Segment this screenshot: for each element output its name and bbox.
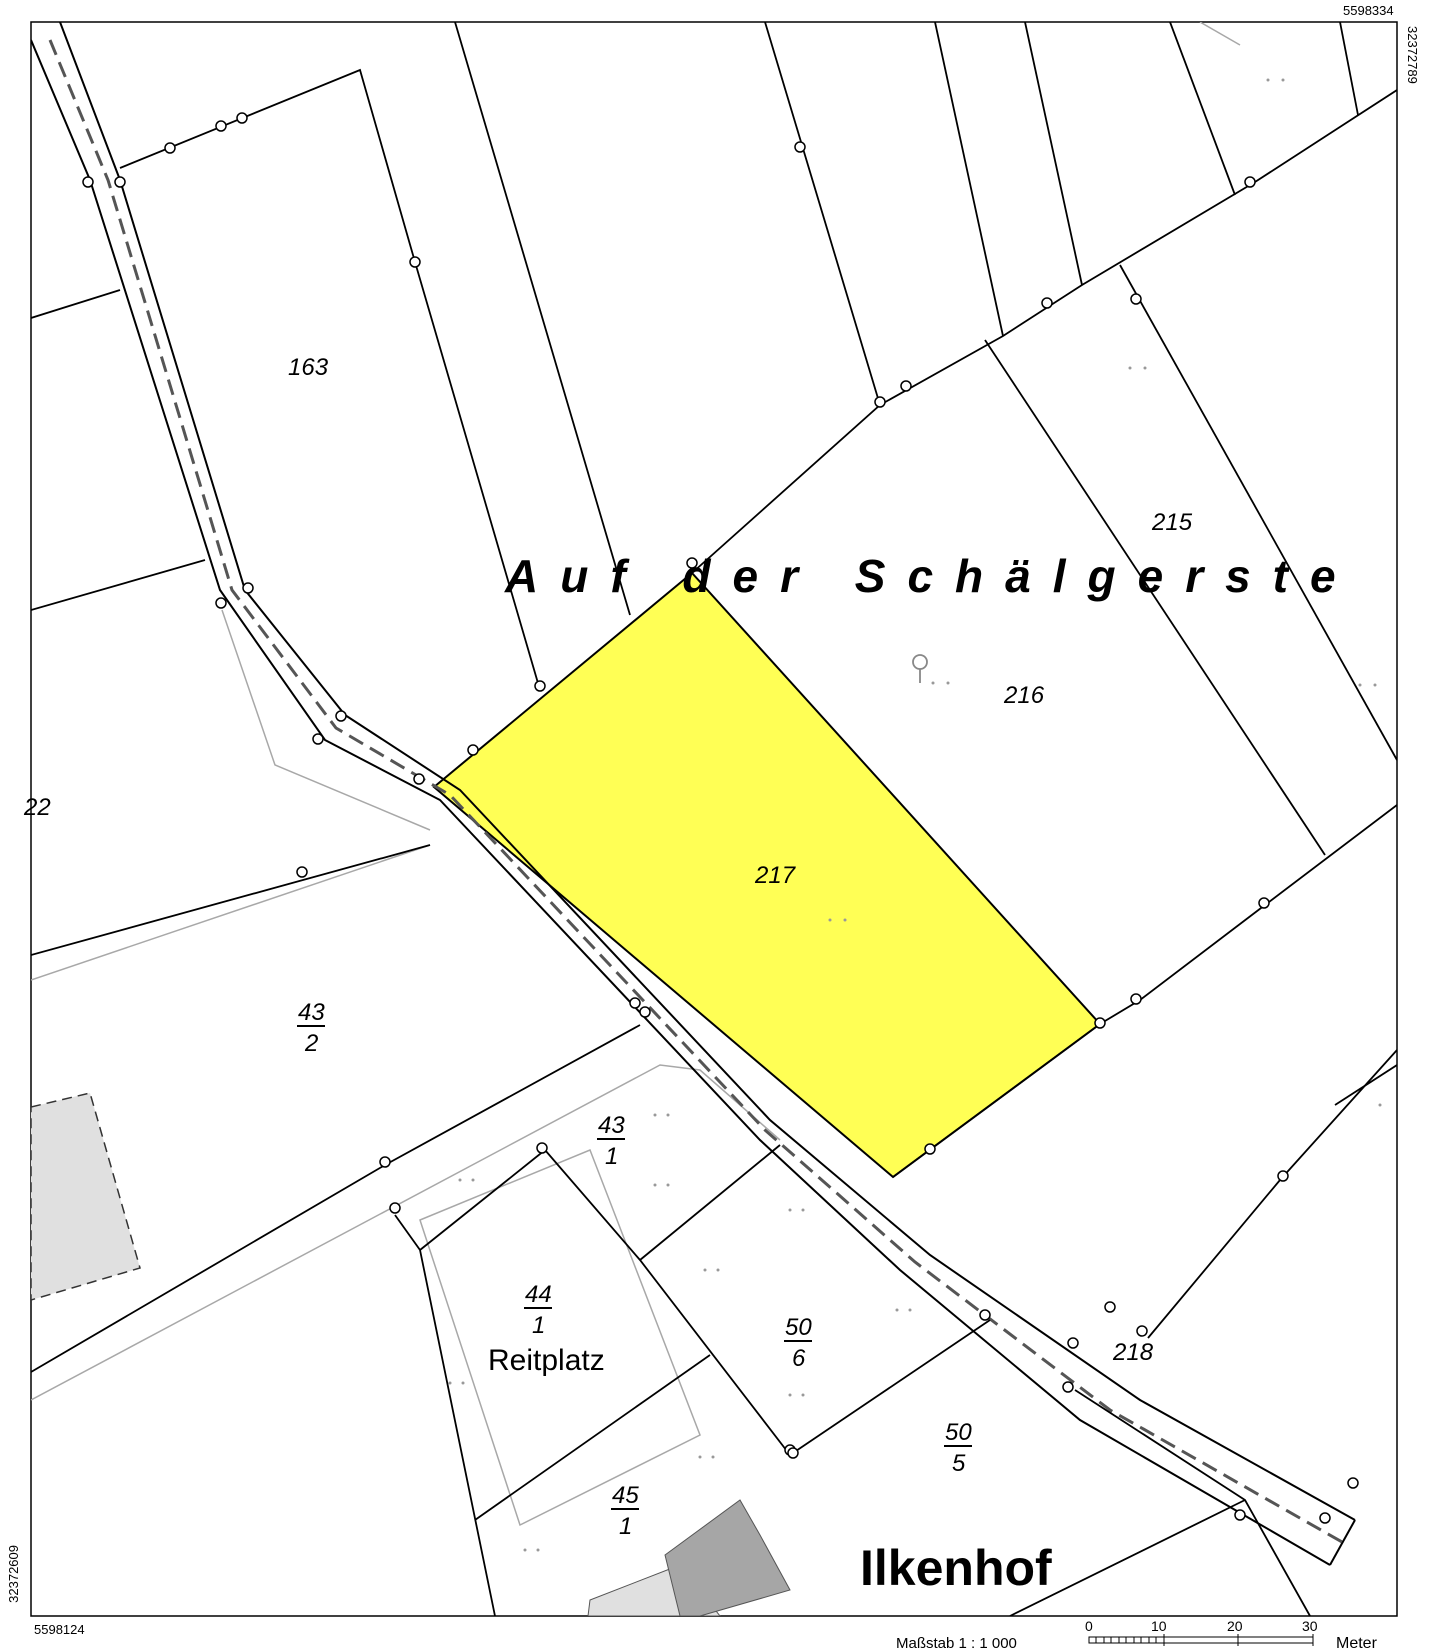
parcel-label-22-partial: 22 bbox=[23, 794, 51, 821]
building-left bbox=[31, 1092, 141, 1301]
svg-text:1: 1 bbox=[532, 1312, 545, 1339]
parcel-label-50-5: 50 5 bbox=[944, 1419, 972, 1477]
parcel-label-216: 216 bbox=[1003, 682, 1045, 709]
parcel-label-44-1: 44 1 bbox=[524, 1281, 552, 1339]
scale-tick-30: 30 bbox=[1302, 1618, 1318, 1634]
coord-bottom-left-easting: 32372609 bbox=[6, 1545, 21, 1603]
svg-text:50: 50 bbox=[785, 1314, 812, 1341]
coord-bottom-left-northing: 5598124 bbox=[34, 1622, 85, 1637]
field-name-label: Auf der Schälgerste bbox=[504, 550, 1358, 602]
parcel-label-43-2: 43 2 bbox=[297, 999, 325, 1057]
parcel-label-217: 217 bbox=[754, 862, 797, 889]
coord-top-right-easting: 32372789 bbox=[1405, 26, 1420, 84]
scale-unit: Meter bbox=[1336, 1635, 1378, 1651]
parcel-label-163: 163 bbox=[288, 354, 329, 381]
svg-text:5: 5 bbox=[952, 1450, 966, 1477]
tree-icon bbox=[912, 654, 928, 683]
svg-text:45: 45 bbox=[612, 1482, 639, 1509]
riding-arena-label: Reitplatz bbox=[488, 1344, 605, 1377]
svg-text:2: 2 bbox=[304, 1030, 318, 1057]
svg-text:50: 50 bbox=[945, 1419, 972, 1446]
svg-text:43: 43 bbox=[598, 1112, 625, 1139]
svg-text:1: 1 bbox=[619, 1513, 632, 1540]
building-ilkenhof-dark bbox=[664, 1499, 791, 1616]
scale-tick-10: 10 bbox=[1151, 1618, 1167, 1634]
parcel-boundaries bbox=[31, 22, 1397, 1616]
parcel-label-215: 215 bbox=[1151, 509, 1193, 536]
svg-text:44: 44 bbox=[525, 1281, 552, 1308]
scale-tick-20: 20 bbox=[1227, 1618, 1243, 1634]
road-dashes bbox=[48, 39, 1343, 1544]
boundary-points bbox=[82, 112, 1359, 1524]
marker-dots bbox=[448, 78, 1382, 1552]
road bbox=[31, 22, 1356, 1566]
svg-text:6: 6 bbox=[792, 1345, 806, 1372]
scale-bar: Maßstab 1 : 1 000 0 10 20 30 Meter bbox=[896, 1618, 1378, 1651]
scale-tick-0: 0 bbox=[1085, 1618, 1093, 1634]
scale-label: Maßstab 1 : 1 000 bbox=[896, 1635, 1017, 1651]
parcel-label-50-6: 50 6 bbox=[784, 1314, 812, 1372]
parcel-label-218: 218 bbox=[1112, 1339, 1154, 1366]
svg-text:1: 1 bbox=[605, 1143, 618, 1170]
coord-top-right-northing: 5598334 bbox=[1343, 3, 1394, 18]
parcel-label-45-1: 45 1 bbox=[611, 1482, 639, 1540]
parcel-label-43-1: 43 1 bbox=[597, 1112, 625, 1170]
svg-text:43: 43 bbox=[298, 999, 325, 1026]
hamlet-label: Ilkenhof bbox=[860, 1540, 1052, 1596]
